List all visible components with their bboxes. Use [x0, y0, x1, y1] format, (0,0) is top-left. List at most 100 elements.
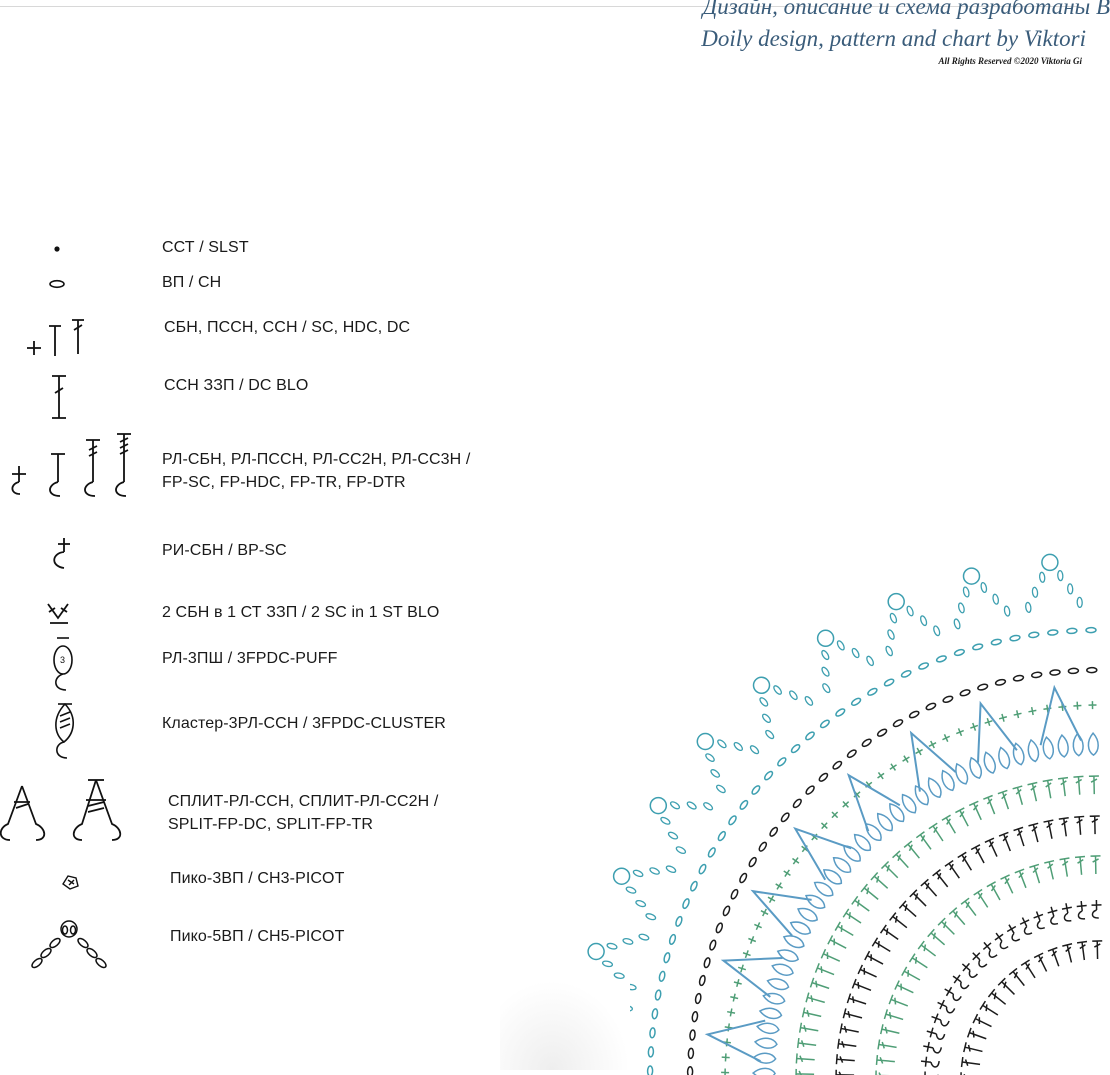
stitch-mark [813, 881, 834, 897]
stitch-mark [739, 799, 749, 810]
svg-text:3: 3 [60, 655, 65, 665]
copyright-notice: All Rights Reserved ©2020 Viktoria Gi [938, 56, 1083, 66]
picot-mark [816, 629, 835, 648]
stitch-mark [1047, 629, 1059, 636]
stitch-mark [1089, 815, 1100, 835]
stitch-mark [997, 789, 1010, 810]
stitch-mark [1058, 817, 1069, 837]
stitch-mark [861, 738, 872, 748]
split-fp-icon [0, 779, 122, 841]
stitch-mark [1073, 775, 1084, 795]
chain-mark [1076, 596, 1083, 609]
stitch-mark [654, 989, 662, 1001]
stitch-mark [883, 678, 895, 687]
chain-mark [933, 625, 941, 637]
stitch-mark [1072, 732, 1084, 757]
legend-label: РЛ-СБН, РЛ-ПССН, РЛ-СС2Н, РЛ-СС3Н / [162, 451, 471, 468]
chain-oval-icon [49, 279, 65, 289]
stitch-mark [1090, 855, 1101, 875]
chain-mark [851, 647, 860, 659]
top-divider [0, 6, 1080, 7]
picot-ch3-icon [62, 875, 79, 890]
chain-mark [665, 865, 677, 873]
stitch-mark [894, 980, 914, 994]
stitch-mark [809, 977, 830, 990]
stitch-mark [748, 936, 757, 944]
front-post-stitches-icon [11, 433, 131, 497]
stitch-mark [1027, 781, 1038, 802]
stitch-mark [798, 1022, 819, 1033]
stitch-mark [877, 1039, 897, 1050]
stitch-mark [983, 751, 996, 774]
stitch-mark [658, 970, 666, 982]
stitch-mark [1059, 857, 1070, 877]
stitch-mark [805, 992, 825, 1004]
stitch-mark [1076, 900, 1087, 920]
stitch-mark [835, 1054, 855, 1065]
stitch-mark [835, 708, 846, 717]
stitch-mark [883, 1009, 904, 1021]
chain-mark [705, 753, 715, 762]
stitch-mark [959, 689, 971, 697]
stitch-mark [728, 815, 737, 826]
stitch-mark [827, 935, 847, 949]
chain-mark [920, 615, 928, 627]
stitch-mark [752, 1052, 777, 1064]
chain-mark [649, 867, 660, 875]
chain-mark [804, 696, 814, 706]
chain-mark [761, 713, 772, 723]
legend-item-2sc-blo: 2 СБН в 1 СТ ЗЗП / 2 SC in 1 ST BLO [0, 598, 560, 634]
slip-stitch-dot-icon [54, 246, 60, 252]
chain-mark [980, 581, 988, 594]
stitch-mark [790, 743, 801, 754]
stitch-mark [835, 1069, 855, 1075]
stitch-mark [901, 966, 921, 981]
chain-mark [601, 960, 614, 968]
fan-stroke [977, 700, 1018, 763]
stitch-mark [942, 734, 951, 742]
stitch-mark [998, 831, 1011, 852]
picot-mark [1041, 553, 1059, 572]
stitch-mark [982, 941, 998, 958]
stitch-mark [754, 922, 762, 931]
stitch-mark [1028, 631, 1040, 639]
stitch-mark [928, 740, 937, 749]
stitch-mark [1057, 733, 1069, 758]
picot-mark [696, 732, 715, 751]
stitch-mark [842, 800, 850, 808]
legend-item-ch: ВП / CH [0, 270, 560, 298]
stitch-mark [966, 1027, 987, 1040]
stitch-mark [944, 859, 960, 879]
stitch-mark [1012, 674, 1025, 682]
fan-stroke [720, 957, 783, 998]
stitch-mark [1006, 924, 1021, 942]
corner-shadow [500, 980, 630, 1070]
stitch-mark [842, 908, 862, 924]
stitch-mark [846, 749, 857, 759]
stitch-mark [668, 933, 677, 945]
stitch-mark [920, 1056, 940, 1068]
stitch-mark [820, 948, 841, 962]
stitch-mark [984, 837, 998, 857]
legend-label: ССН ЗЗП / DC BLO [164, 377, 309, 394]
stitch-mark [698, 863, 707, 875]
stitch-mark [663, 952, 671, 964]
chain-mark [703, 802, 714, 811]
stitch-mark [953, 648, 965, 657]
legend-label: Пико-5ВП / CH5-PICOT [170, 928, 345, 945]
stitch-mark [675, 915, 683, 927]
stitch-mark [777, 757, 787, 767]
stitch-mark [926, 1027, 946, 1040]
stitch-mark [721, 1053, 730, 1062]
stitch-mark [694, 992, 702, 1005]
stitch-mark [960, 1072, 980, 1075]
stitch-mark [853, 833, 872, 852]
stitch-mark [682, 898, 690, 910]
stitch-mark [686, 1066, 694, 1075]
stitch-mark [647, 1046, 655, 1058]
stitch-mark [983, 794, 996, 815]
stitch-mark [805, 894, 826, 909]
picot-mark [649, 796, 668, 815]
legend-item-dc-blo: ССН ЗЗП / DC BLO [0, 366, 560, 422]
stitch-mark [1087, 731, 1099, 757]
